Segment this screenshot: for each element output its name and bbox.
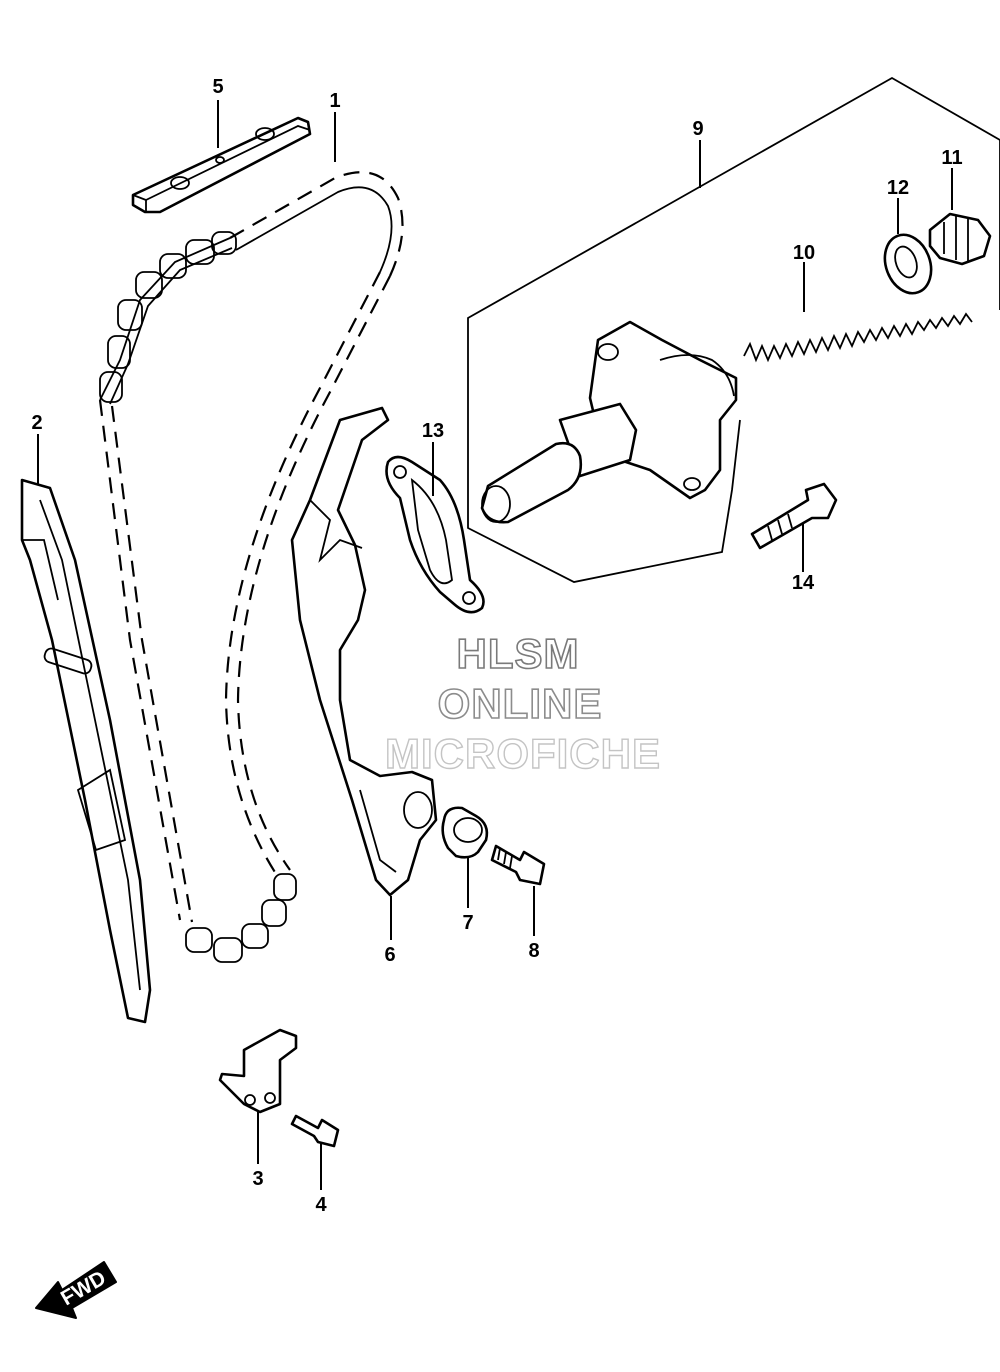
- watermark-line-3: MICROFICHE: [384, 729, 661, 777]
- fwd-arrow-icon: FWD: [35, 1261, 117, 1319]
- callout-11[interactable]: 11: [941, 147, 963, 169]
- part-6-tensioner-arm[interactable]: [290, 406, 438, 897]
- part-3-bracket[interactable]: [218, 1028, 298, 1114]
- callout-3[interactable]: 3: [252, 1168, 264, 1190]
- callout-7[interactable]: 7: [462, 912, 474, 934]
- callout-2[interactable]: 2: [31, 412, 43, 434]
- callout-13[interactable]: 13: [421, 420, 445, 442]
- part-9-tensioner-assembly[interactable]: [467, 76, 1000, 583]
- part-2-chain-guide[interactable]: [20, 478, 152, 1024]
- callout-5[interactable]: 5: [212, 76, 224, 98]
- part-14-bolt[interactable]: [750, 482, 838, 550]
- part-5-guide-plate[interactable]: [131, 116, 312, 214]
- part-11-cap-bolt[interactable]: [928, 212, 992, 266]
- watermark-line-1: HLSM: [456, 629, 580, 678]
- part-4-bolt[interactable]: [290, 1114, 340, 1148]
- part-1-cam-chain[interactable]: [98, 171, 404, 963]
- fwd-label: FWD: [57, 1266, 110, 1310]
- part-8-bolt[interactable]: [490, 844, 546, 886]
- part-7-collar[interactable]: [441, 806, 489, 859]
- part-13-gasket[interactable]: [385, 455, 485, 614]
- callout-1[interactable]: 1: [329, 90, 341, 112]
- callout-12[interactable]: 12: [886, 177, 910, 199]
- callout-8[interactable]: 8: [528, 940, 540, 962]
- callout-9[interactable]: 9: [692, 118, 704, 140]
- callout-14[interactable]: 14: [791, 572, 815, 594]
- callout-6[interactable]: 6: [384, 944, 396, 966]
- callout-4[interactable]: 4: [315, 1194, 327, 1216]
- part-12-washer[interactable]: [877, 228, 939, 299]
- part-10-spring[interactable]: [743, 312, 973, 363]
- leader-lines: [37, 100, 953, 1190]
- callout-10[interactable]: 10: [792, 242, 816, 264]
- watermark-line-2: ONLINE: [437, 679, 603, 728]
